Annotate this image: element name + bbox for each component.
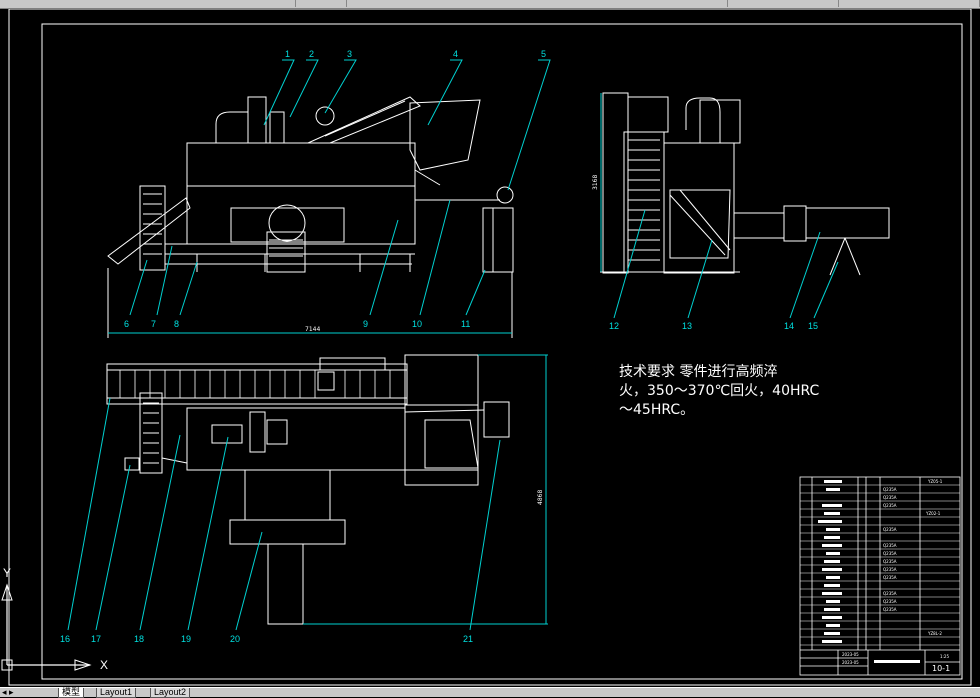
toolbar-strip xyxy=(0,0,980,9)
part-label: 3 xyxy=(347,49,352,59)
part-label: 7 xyxy=(151,319,156,329)
part-label: 4 xyxy=(453,49,458,59)
side-view xyxy=(600,92,890,276)
part-label: 15 xyxy=(808,321,818,331)
part-label: 5 xyxy=(541,49,546,59)
plan-view xyxy=(106,354,510,625)
part-label: 9 xyxy=(363,319,368,329)
ucs-x-label: X xyxy=(100,658,108,672)
part-label: 12 xyxy=(609,321,619,331)
requirements-line: ～45HRC。 xyxy=(619,402,695,418)
drawing-number: 10-1 xyxy=(932,664,950,673)
part-label: 6 xyxy=(124,319,129,329)
toolbar-segment[interactable] xyxy=(347,0,728,7)
drawing-canvas[interactable]: 7144 3168 xyxy=(0,9,980,687)
tab-layout2[interactable]: Layout2 xyxy=(150,688,191,698)
material-text: Q235A xyxy=(883,607,897,612)
part-label: 13 xyxy=(682,321,692,331)
part-label: 18 xyxy=(134,634,144,644)
part-label: 14 xyxy=(784,321,794,331)
drawing-svg: 7144 3168 xyxy=(8,9,972,686)
code-text: YZ05-1 xyxy=(927,479,943,484)
part-labels: 1 2 3 4 5 6 7 8 9 10 11 12 13 14 15 16 1… xyxy=(60,49,818,644)
side-leaders xyxy=(613,209,839,319)
material-text: Q235A xyxy=(883,543,897,548)
code-text: YZ8L-2 xyxy=(927,631,942,636)
part-label: 17 xyxy=(91,634,101,644)
toolbar-segment[interactable] xyxy=(296,0,347,7)
material-text: Q235A xyxy=(883,591,897,596)
part-label: 2 xyxy=(309,49,314,59)
inner-frame xyxy=(41,23,963,680)
material-text: Q235A xyxy=(883,503,897,508)
scale-text: 1:25 xyxy=(940,654,949,659)
ucs-icon: Y X xyxy=(1,566,108,672)
title-block-text: YZ05-1 YZ02-1 YZ8L-2 Q235A Q235A Q235A Q… xyxy=(842,479,949,665)
toolbar-segment[interactable] xyxy=(728,0,839,7)
material-text: Q235A xyxy=(883,599,897,604)
technical-requirements: 技术要求 零件进行高频淬 火，350～370℃回火，40HRC ～45HRC。 xyxy=(619,363,819,420)
tab-layout1[interactable]: Layout1 xyxy=(96,688,137,698)
title-block xyxy=(799,476,961,676)
date-text: 2023-05 xyxy=(842,660,859,665)
part-label: 11 xyxy=(461,319,470,329)
toolbar-segment[interactable] xyxy=(839,0,980,7)
material-text: Q235A xyxy=(883,575,897,580)
title-block-fills xyxy=(818,480,920,663)
part-label: 16 xyxy=(60,634,70,644)
requirements-line: 火，350～370℃回火，40HRC xyxy=(619,383,820,399)
dim-side-height: 3168 xyxy=(592,175,599,190)
tab-scroll-arrows-icon[interactable]: ◂ ▸ xyxy=(2,687,14,697)
part-label: 10 xyxy=(412,319,422,329)
material-text: Q235A xyxy=(883,567,897,572)
part-label: 8 xyxy=(174,319,179,329)
part-label: 21 xyxy=(463,634,473,644)
material-text: Q235A xyxy=(883,487,897,492)
material-text: Q235A xyxy=(883,551,897,556)
part-label: 19 xyxy=(181,634,191,644)
front-leaders xyxy=(129,59,551,316)
part-label: 1 xyxy=(285,49,290,59)
material-text: Q235A xyxy=(883,559,897,564)
front-view xyxy=(107,96,514,338)
material-text: Q235A xyxy=(883,495,897,500)
part-label: 20 xyxy=(230,634,240,644)
material-text: Q235A xyxy=(883,527,897,532)
tab-model[interactable]: 模型 xyxy=(58,688,85,698)
toolbar-segment[interactable] xyxy=(0,0,296,7)
date-text: 2023-05 xyxy=(842,652,859,657)
dim-plan-width: 4868 xyxy=(537,490,544,505)
requirements-line: 技术要求 零件进行高频淬 xyxy=(619,364,778,380)
ucs-y-label: Y xyxy=(3,566,11,580)
outer-frame xyxy=(8,9,972,686)
code-text: YZ02-1 xyxy=(925,511,941,516)
dim-overall-length: 7144 xyxy=(305,326,320,333)
plan-leaders xyxy=(67,397,501,631)
